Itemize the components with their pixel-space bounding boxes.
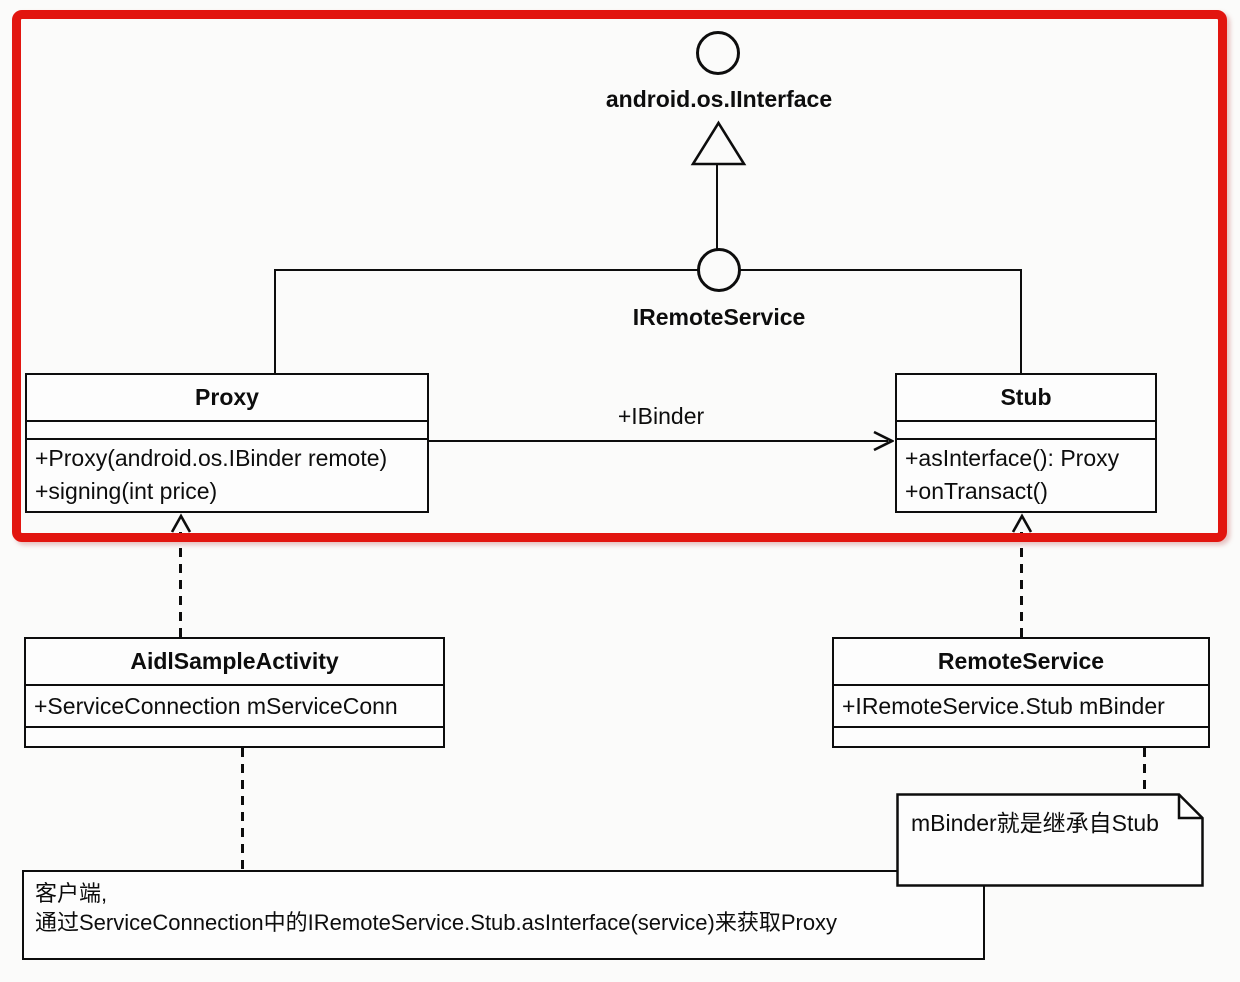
iinterface-label: android.os.IInterface (605, 86, 833, 112)
class-stub-attributes-empty (897, 422, 1155, 440)
class-aidl-sample-activity: AidlSampleActivity +ServiceConnection mS… (24, 637, 445, 748)
generalization-line (716, 164, 718, 250)
aidl-to-proxy-dashed-line (179, 532, 182, 637)
class-proxy-attributes-empty (27, 422, 427, 440)
class-remote-service: RemoteService +IRemoteService.Stub mBind… (832, 637, 1210, 748)
class-stub-member: +onTransact() (905, 478, 1048, 504)
generalization-triangle-icon (690, 120, 747, 166)
class-stub: Stub +asInterface(): Proxy +onTransact() (895, 373, 1157, 513)
note-mbinder: mBinder就是继承自Stub (896, 793, 1204, 887)
note-mbinder-outline (896, 793, 1204, 887)
iremoteservice-to-stub-line (1020, 269, 1022, 374)
class-stub-member: +asInterface(): Proxy (905, 445, 1120, 471)
class-aidl-sample-activity-operations-empty (26, 728, 443, 746)
class-stub-members: +asInterface(): Proxy +onTransact() (897, 440, 1155, 511)
remoteservice-to-note-dashed-line (1143, 748, 1146, 793)
note-client-line2: 通过ServiceConnection中的IRemoteService.Stub… (35, 910, 838, 935)
class-proxy: Proxy +Proxy(android.os.IBinder remote) … (25, 373, 429, 513)
class-remote-service-operations-empty (834, 728, 1208, 746)
iremoteservice-to-proxy-line (274, 269, 276, 374)
class-proxy-members: +Proxy(android.os.IBinder remote) +signi… (27, 440, 427, 511)
ibinder-open-arrowhead-icon (873, 430, 894, 452)
class-aidl-sample-activity-members: +ServiceConnection mServiceConn (26, 686, 443, 728)
note-client: 客户端, 通过ServiceConnection中的IRemoteService… (22, 870, 985, 960)
aidl-to-note-dashed-line (241, 748, 244, 870)
remoteservice-to-stub-dashed-line (1020, 532, 1023, 637)
iinterface-lollipop-circle (696, 31, 740, 75)
class-remote-service-members: +IRemoteService.Stub mBinder (834, 686, 1208, 728)
note-mbinder-text: mBinder就是继承自Stub (911, 810, 1159, 836)
ibinder-edge-label: +IBinder (617, 403, 705, 429)
class-remote-service-title: RemoteService (834, 639, 1208, 686)
iremoteservice-horizontal-line (275, 269, 1022, 271)
class-aidl-sample-activity-member: +ServiceConnection mServiceConn (34, 693, 398, 719)
class-proxy-member: +signing(int price) (35, 478, 218, 504)
class-proxy-member: +Proxy(android.os.IBinder remote) (35, 445, 388, 471)
iremoteservice-lollipop-circle (697, 248, 741, 292)
class-aidl-sample-activity-title: AidlSampleActivity (26, 639, 443, 686)
stub-dependency-arrowhead-icon (1011, 513, 1033, 533)
ibinder-association-line (429, 440, 888, 442)
class-proxy-title: Proxy (27, 375, 427, 422)
note-client-line1: 客户端, (35, 881, 108, 906)
class-stub-title: Stub (897, 375, 1155, 422)
proxy-dependency-arrowhead-icon (170, 513, 192, 533)
highlight-frame (12, 10, 1227, 542)
iremoteservice-label: IRemoteService (632, 304, 806, 330)
class-remote-service-member: +IRemoteService.Stub mBinder (842, 693, 1165, 719)
